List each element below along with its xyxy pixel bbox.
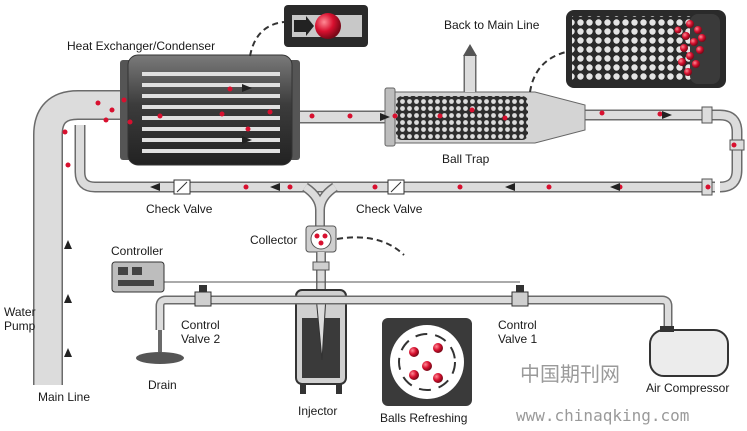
- control-valve-1-label: Control Valve 1: [498, 318, 538, 346]
- collector: [305, 225, 337, 253]
- watermark-cn: 中国期刊网: [520, 362, 620, 386]
- drain: [136, 330, 184, 364]
- watermark-url: www.chinaqking.com: [516, 406, 690, 425]
- balls-refreshing-label: Balls Refreshing: [380, 411, 468, 425]
- control-valve-1: [511, 285, 529, 307]
- ball-trap-label: Ball Trap: [442, 152, 490, 166]
- check-valve-right: [387, 179, 405, 195]
- check-valve-left: [173, 179, 191, 195]
- ball-trap: [384, 87, 586, 147]
- screen-inset: [566, 10, 726, 88]
- balls-refreshing-inset: [382, 318, 472, 406]
- arrow-icon: [64, 84, 672, 357]
- control-valve-2-label: Control Valve 2: [181, 318, 221, 346]
- controller: [111, 261, 165, 293]
- heat-exchanger: [120, 54, 300, 166]
- heat-exchanger-label: Heat Exchanger/Condenser: [67, 39, 216, 53]
- air-compressor: [649, 326, 729, 377]
- control-valve-2: [194, 285, 212, 307]
- back-to-main-line-label: Back to Main Line: [444, 18, 540, 32]
- controller-label: Controller: [111, 244, 164, 258]
- main-line-label: Main Line: [38, 390, 91, 404]
- injector: [295, 289, 347, 394]
- injector-label: Injector: [298, 404, 338, 418]
- ball-in-tube-inset: [284, 5, 368, 47]
- check-valve-right-label: Check Valve: [356, 202, 423, 216]
- water-pump-label: Water Pump: [4, 305, 36, 333]
- check-valve-left-label: Check Valve: [146, 202, 213, 216]
- collector-label: Collector: [250, 233, 298, 247]
- right-pipe: [585, 109, 743, 193]
- air-compressor-label: Air Compressor: [646, 381, 730, 395]
- drain-label: Drain: [148, 378, 177, 392]
